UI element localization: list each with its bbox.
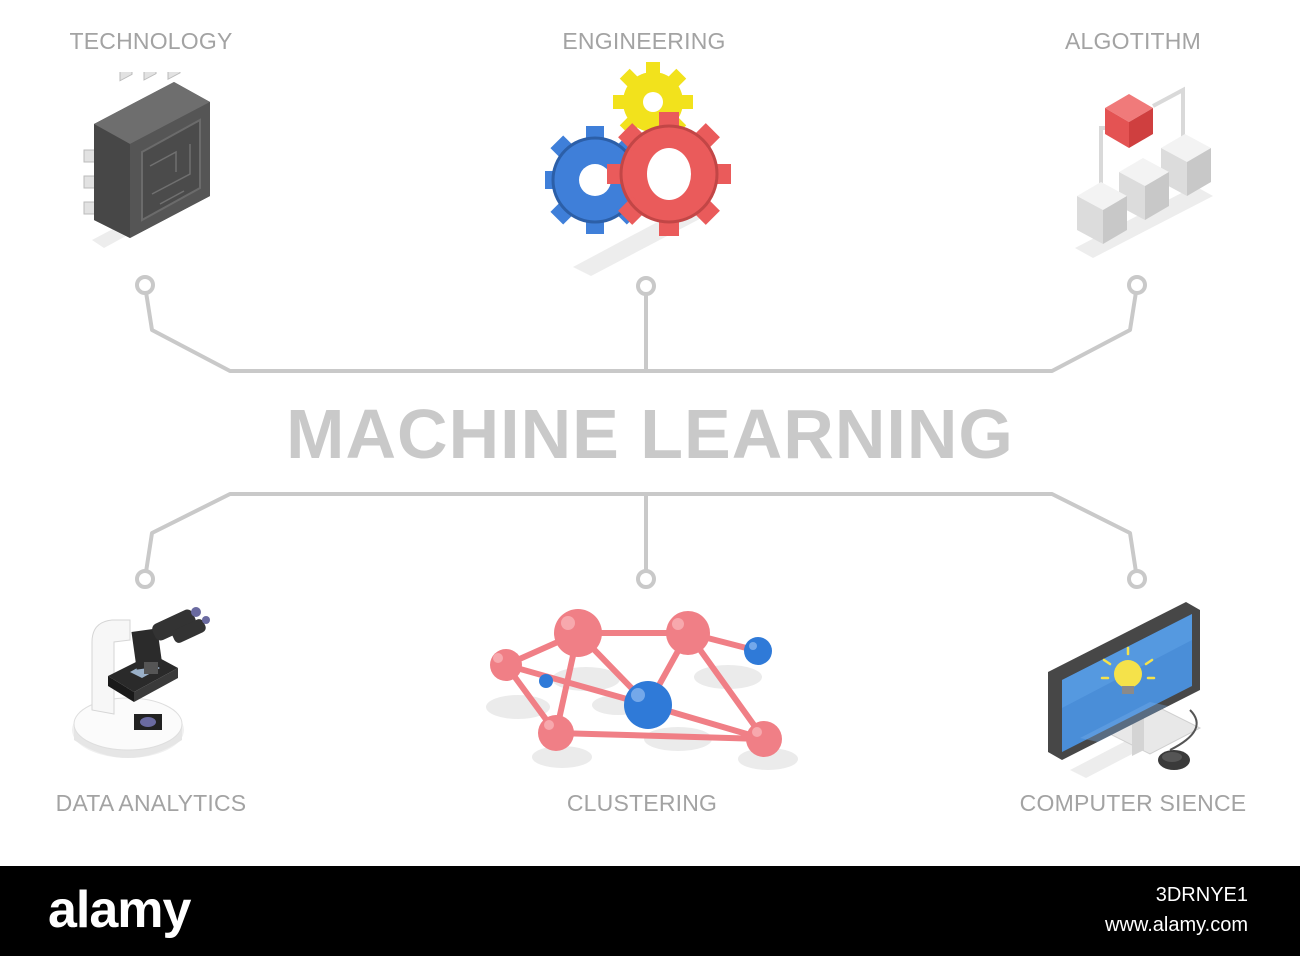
gears-icon (545, 62, 731, 276)
microchip-icon (83, 72, 210, 248)
footer-bar: alamy 3DRNYE1 www.alamy.com (0, 866, 1300, 956)
node-engineering (636, 276, 656, 296)
label-data-analytics: DATA ANALYTICS (55, 790, 247, 816)
label-computer-science: COMPUTER SIENCE (1019, 790, 1247, 816)
node-computer-science (1127, 569, 1147, 589)
diagram-canvas: TECHNOLOGY ENGINEERING ALGOTITHM DATA AN… (55, 28, 1247, 816)
node-technology (135, 275, 155, 295)
label-technology: TECHNOLOGY (69, 28, 233, 54)
node-algorithm (1127, 275, 1147, 295)
node-data-analytics (135, 569, 155, 589)
diagram-title: MACHINE LEARNING (286, 395, 1014, 473)
label-engineering: ENGINEERING (562, 28, 726, 54)
connector-technology (144, 291, 1138, 373)
label-clustering: CLUSTERING (566, 790, 718, 816)
microscope-icon (72, 607, 210, 758)
connector-lines (135, 275, 1147, 589)
image-id-text: 3DRNYE1 (1155, 884, 1248, 906)
label-algorithm: ALGOTITHM (1065, 28, 1201, 54)
molecule-cluster-icon (486, 609, 798, 770)
algorithm-cubes-icon (1075, 86, 1213, 258)
brand-logo: alamy (48, 881, 191, 939)
connector-data-analytics (144, 492, 1138, 573)
stock-url-text: www.alamy.com (1105, 914, 1248, 936)
computer-monitor-icon (1048, 602, 1202, 778)
node-clustering (636, 569, 656, 589)
